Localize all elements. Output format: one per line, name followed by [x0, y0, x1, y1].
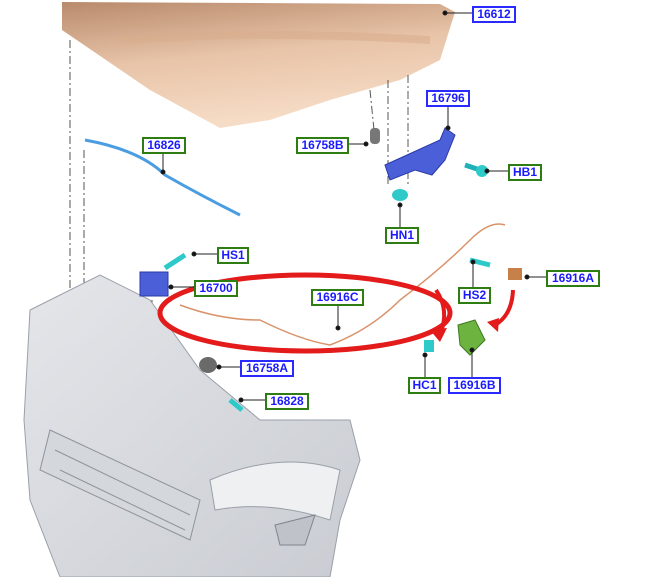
- release-cable: [179, 223, 506, 346]
- callout-16758b[interactable]: 16758B: [296, 137, 349, 154]
- hood-latch: [139, 271, 169, 297]
- seal-strip: [84, 138, 241, 217]
- callout-hs2[interactable]: HS2: [458, 287, 491, 304]
- callout-hn1[interactable]: HN1: [385, 227, 419, 244]
- hood-latch-bracket: [384, 127, 456, 181]
- callout-16826[interactable]: 16826: [142, 137, 186, 154]
- callout-16916b[interactable]: 16916B: [448, 377, 501, 394]
- callout-hb1[interactable]: HB1: [508, 164, 542, 181]
- callout-16612[interactable]: 16612: [472, 6, 516, 23]
- callout-16916c[interactable]: 16916C: [311, 289, 364, 306]
- callout-hc1[interactable]: HC1: [408, 377, 441, 394]
- release-handle-green: [457, 319, 486, 356]
- callout-hs1[interactable]: HS1: [217, 247, 249, 264]
- callout-16796[interactable]: 16796: [426, 90, 470, 107]
- callout-16758a[interactable]: 16758A: [240, 360, 294, 377]
- hood-panel: [62, 2, 455, 128]
- callout-16916a[interactable]: 16916A: [546, 270, 600, 287]
- callout-16828[interactable]: 16828: [265, 393, 309, 410]
- callout-16700[interactable]: 16700: [194, 280, 238, 297]
- highlight-ellipse: [157, 272, 453, 354]
